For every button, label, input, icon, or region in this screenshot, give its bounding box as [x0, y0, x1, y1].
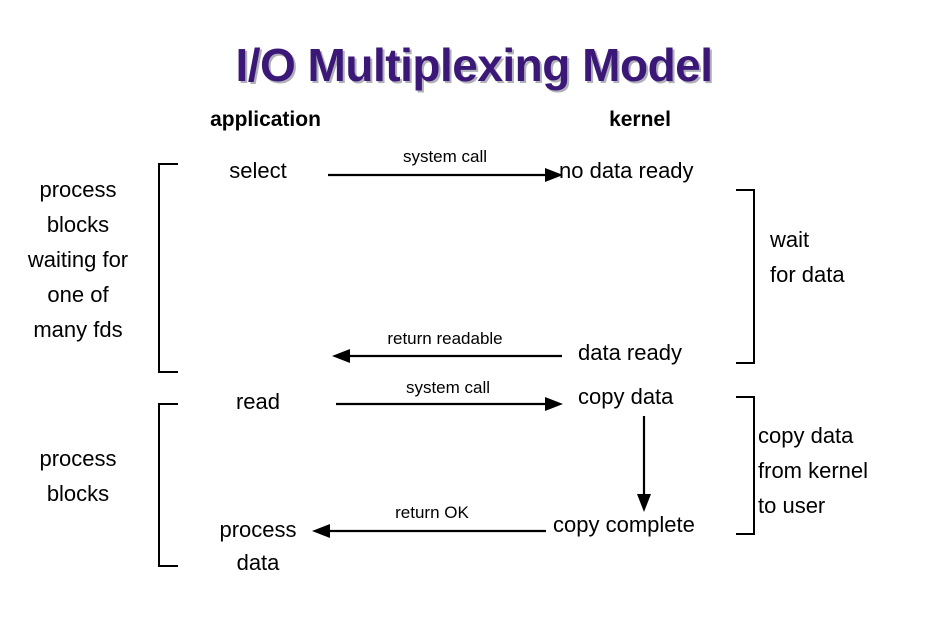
annotation-right-phase-2: copy data from kernel to user	[758, 418, 868, 523]
arrow-return-ok	[312, 524, 546, 538]
page-title: I/O Multiplexing Model	[235, 39, 713, 91]
annotation-line: waiting for	[27, 247, 129, 272]
arrow-copy-progress	[637, 416, 651, 512]
bracket-right-phase-1	[736, 189, 755, 364]
annotation-line: from kernel	[758, 458, 869, 483]
annotation-line: many fds	[33, 317, 123, 342]
arrow-label-system-call-read: system call	[405, 378, 491, 397]
annotation-line: one of	[47, 282, 109, 307]
annotation-left-phase-1: process blocks waiting for one of many f…	[8, 172, 148, 347]
node-no-data-ready: no data ready	[559, 158, 694, 183]
arrow-label-return-ok: return OK	[395, 503, 469, 522]
annotation-line: blocks	[46, 212, 110, 237]
node-read: read	[235, 389, 281, 414]
bracket-left-phase-2	[158, 403, 178, 567]
arrow-system-call-select	[328, 168, 563, 182]
node-copy-complete: copy complete	[553, 512, 695, 537]
annotation-line: blocks	[46, 481, 110, 506]
annotation-left-phase-2: process blocks	[8, 441, 148, 511]
bracket-left-phase-1	[158, 163, 178, 373]
annotation-line: wait	[770, 227, 810, 252]
arrow-label-system-call-select: system call	[402, 147, 488, 166]
node-process: process	[219, 517, 297, 542]
column-heading-application: application	[210, 108, 321, 131]
annotation-line: process	[39, 177, 117, 202]
column-heading-kernel: kernel	[609, 108, 671, 131]
node-select: select	[229, 158, 287, 183]
node-data: data	[236, 550, 280, 575]
bracket-right-phase-2	[736, 396, 755, 535]
annotation-line: for data	[770, 262, 845, 287]
annotation-line: to user	[758, 493, 826, 518]
arrow-return-readable	[332, 349, 562, 363]
node-data-ready: data ready	[578, 340, 682, 365]
annotation-line: copy data	[758, 423, 854, 448]
arrow-system-call-read	[336, 397, 563, 411]
annotation-line: process	[39, 446, 117, 471]
annotation-right-phase-1: wait for data	[770, 222, 845, 292]
arrow-label-return-readable: return readable	[387, 329, 503, 348]
node-copy-data: copy data	[578, 384, 674, 409]
